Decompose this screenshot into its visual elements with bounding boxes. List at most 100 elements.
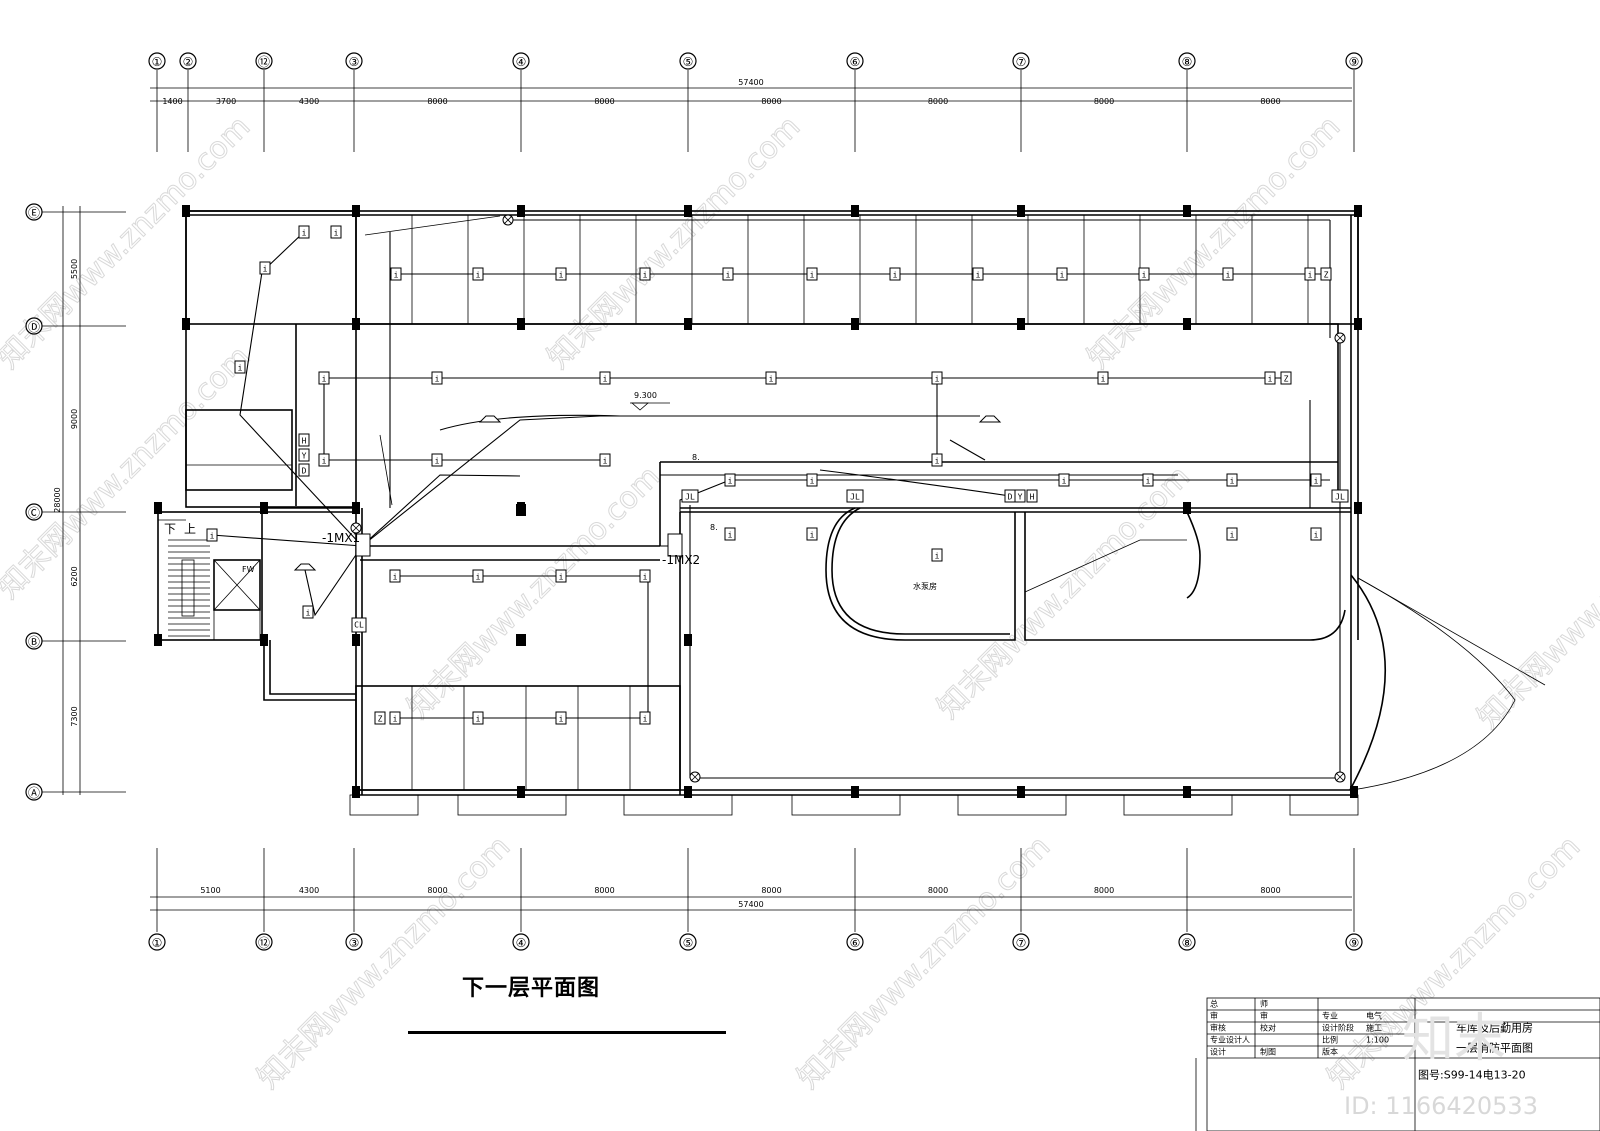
- plan-title-underline: [408, 1031, 726, 1034]
- axis-label: ⑨: [1349, 936, 1360, 950]
- light-fixture-icon-symbol: i: [643, 573, 648, 582]
- light-fixture-icon: i: [599, 453, 611, 467]
- drawing-name: 一层消防平面图: [1456, 1041, 1533, 1055]
- column: [684, 205, 692, 217]
- light-fixture-icon-symbol: i: [322, 457, 327, 466]
- annotation-labels: 9.300 -1MX1 -1MX2 水泵房 下 上 FW 8. 8.: [164, 391, 937, 591]
- axis-bubble-bottom: ⑤: [679, 933, 697, 951]
- axis-bubble-bottom: ⑧: [1178, 933, 1196, 951]
- light-fixture-icon: i: [931, 453, 943, 467]
- title-block-cell: 设计: [1210, 1047, 1226, 1057]
- exit-sign-icon-symbol: Z: [378, 715, 383, 724]
- light-fixture-icon: i: [1056, 267, 1068, 281]
- junction-box-symbol: JL: [1335, 493, 1345, 502]
- light-fixture-icon: i: [806, 267, 818, 281]
- column: [1350, 786, 1358, 798]
- light-fixture-icon: i: [931, 548, 943, 562]
- light-fixture-icon-symbol: i: [810, 477, 815, 486]
- dimension-value: 8000: [1260, 886, 1280, 895]
- axis-bubble-top: ③: [345, 52, 363, 70]
- axis-bubble-left: Ⓑ: [25, 632, 43, 650]
- light-fixture-icon: i: [806, 473, 818, 487]
- dimension-value: 8000: [761, 886, 781, 895]
- axis-label: ⑤: [683, 936, 694, 950]
- title-block-cell: 设计阶段: [1322, 1023, 1354, 1033]
- title-block-cell: 电气: [1366, 1011, 1382, 1021]
- light-fixture-icon: i: [1142, 473, 1154, 487]
- axis-bubble-left: Ⓒ: [25, 503, 43, 521]
- light-fixture-icon: i: [1097, 371, 1109, 385]
- distribution-panel-icon: [355, 533, 371, 557]
- speaker-icon: [978, 415, 1002, 423]
- column: [1017, 205, 1025, 217]
- column: [684, 634, 692, 646]
- title-block-cell: 师: [1260, 999, 1268, 1009]
- light-fixture-icon-symbol: i: [893, 271, 898, 280]
- dimension-value: 8000: [594, 97, 614, 106]
- light-fixture-icon: i: [555, 569, 567, 583]
- axis-label: ⑫: [258, 936, 270, 950]
- light-fixture-icon-symbol: i: [435, 457, 440, 466]
- structural-columns: [154, 205, 1362, 798]
- title-block-cell: 比例: [1322, 1035, 1338, 1045]
- column: [1354, 205, 1362, 217]
- watermark: 知末网www.znzmo.com: [0, 109, 257, 375]
- light-fixture-icon: i: [724, 473, 736, 487]
- light-fixture-icon: i: [1226, 473, 1238, 487]
- light-fixture-icon: i: [389, 569, 401, 583]
- light-fixture-icon: i: [1058, 473, 1070, 487]
- axis-label: ②: [183, 55, 194, 69]
- detector-icon: D: [298, 463, 310, 477]
- watermark: 知末网www.znzmo.com: [1471, 469, 1600, 735]
- column: [851, 318, 859, 330]
- column: [1183, 205, 1191, 217]
- axis-bubble-bottom: ⑫: [255, 933, 273, 951]
- socket-icon-symbol: H: [302, 437, 307, 446]
- exit-sign-icon: Z: [374, 711, 386, 725]
- dimension-value: 6200: [70, 566, 79, 586]
- ceiling-light-icon: [350, 522, 362, 534]
- dimension-value: 3700: [216, 97, 236, 106]
- watermark: 知末网www.znzmo.com: [791, 829, 1057, 1095]
- detector-icon: D: [1004, 489, 1016, 503]
- light-fixture-icon-symbol: i: [1146, 477, 1151, 486]
- column: [851, 205, 859, 217]
- exit-sign-icon: Z: [1320, 267, 1332, 281]
- light-fixture-icon-symbol: i: [810, 271, 815, 280]
- dimension-value: 5500: [70, 259, 79, 279]
- light-fixture-icon: i: [1138, 267, 1150, 281]
- light-fixture-icon-symbol: i: [726, 271, 731, 280]
- light-fixture-icon-symbol: i: [306, 609, 311, 618]
- light-fixture-icon: i: [431, 371, 443, 385]
- socket-icon: H: [298, 433, 310, 447]
- emergency-light-icon: Y: [298, 448, 310, 462]
- light-fixture-icon-symbol: i: [1314, 531, 1319, 540]
- axis-bubble-bottom: ①: [148, 933, 166, 951]
- light-fixture-icon: i: [390, 267, 402, 281]
- column: [516, 504, 526, 516]
- dimension-value: 8000: [427, 97, 447, 106]
- light-fixture-icon: i: [1264, 371, 1276, 385]
- stair-down-label: 下: [164, 522, 176, 536]
- column: [352, 502, 360, 514]
- light-fixture-icon-symbol: i: [1101, 375, 1106, 384]
- light-fixture-icon-symbol: i: [728, 477, 733, 486]
- column: [851, 786, 859, 798]
- light-fixture-icon: i: [472, 569, 484, 583]
- light-fixture-icon-symbol: i: [302, 229, 307, 238]
- light-fixture-icon-symbol: i: [476, 271, 481, 280]
- column: [1183, 786, 1191, 798]
- axis-bubble-top: ④: [512, 52, 530, 70]
- light-fixture-icon: i: [206, 528, 218, 542]
- title-block-cell: 制图: [1260, 1047, 1276, 1057]
- light-fixture-icon-symbol: i: [435, 375, 440, 384]
- drawing-number: 图号:S99-14电13-20: [1418, 1069, 1526, 1082]
- panel-2-label: -1MX2: [662, 553, 700, 567]
- title-block-cell: 版本: [1322, 1047, 1338, 1057]
- light-fixture-icon-symbol: i: [334, 229, 339, 238]
- light-fixture-icon-symbol: i: [476, 715, 481, 724]
- light-fixture-icon: i: [1226, 527, 1238, 541]
